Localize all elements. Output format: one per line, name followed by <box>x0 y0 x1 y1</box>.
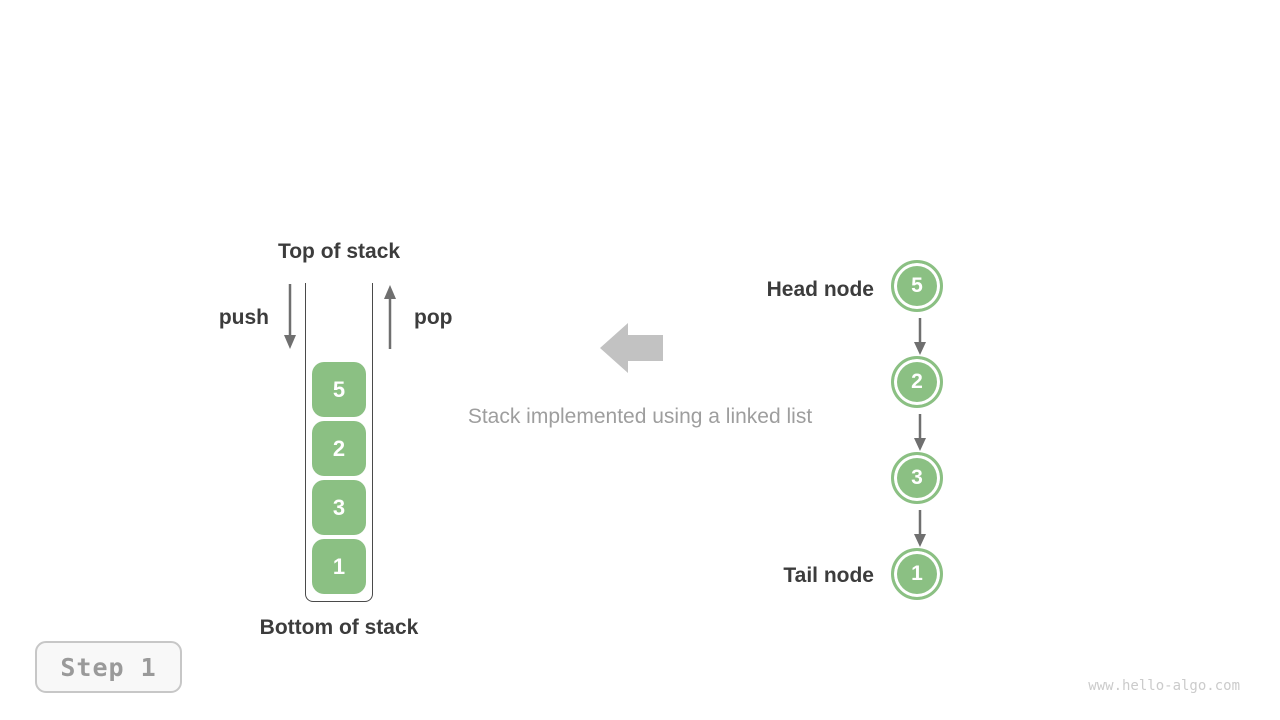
top-of-stack-label: Top of stack <box>277 240 401 263</box>
watermark-text: www.hello-algo.com <box>1088 678 1240 694</box>
push-label: push <box>218 306 269 329</box>
linked-list-node: 2 <box>891 356 943 408</box>
link-down-arrow-icon <box>914 510 926 547</box>
push-down-arrow-icon <box>284 284 296 349</box>
linked-list-node: 5 <box>891 260 943 312</box>
pop-label: pop <box>414 306 453 329</box>
caption-text: Stack implemented using a linked list <box>467 405 813 428</box>
step-badge: Step 1 <box>35 641 182 693</box>
stack-item: 3 <box>312 480 366 535</box>
stack-item: 1 <box>312 539 366 594</box>
tail-node-label: Tail node <box>783 564 874 587</box>
stack-item: 5 <box>312 362 366 417</box>
link-down-arrow-icon <box>914 414 926 451</box>
big-left-arrow-icon <box>600 323 663 373</box>
bottom-of-stack-label: Bottom of stack <box>259 616 419 639</box>
linked-list-node: 3 <box>891 452 943 504</box>
pop-up-arrow-icon <box>384 285 396 349</box>
link-down-arrow-icon <box>914 318 926 355</box>
linked-list-node: 1 <box>891 548 943 600</box>
stack-item: 2 <box>312 421 366 476</box>
head-node-label: Head node <box>766 278 874 301</box>
stack-items: 5 2 3 1 <box>312 362 366 594</box>
